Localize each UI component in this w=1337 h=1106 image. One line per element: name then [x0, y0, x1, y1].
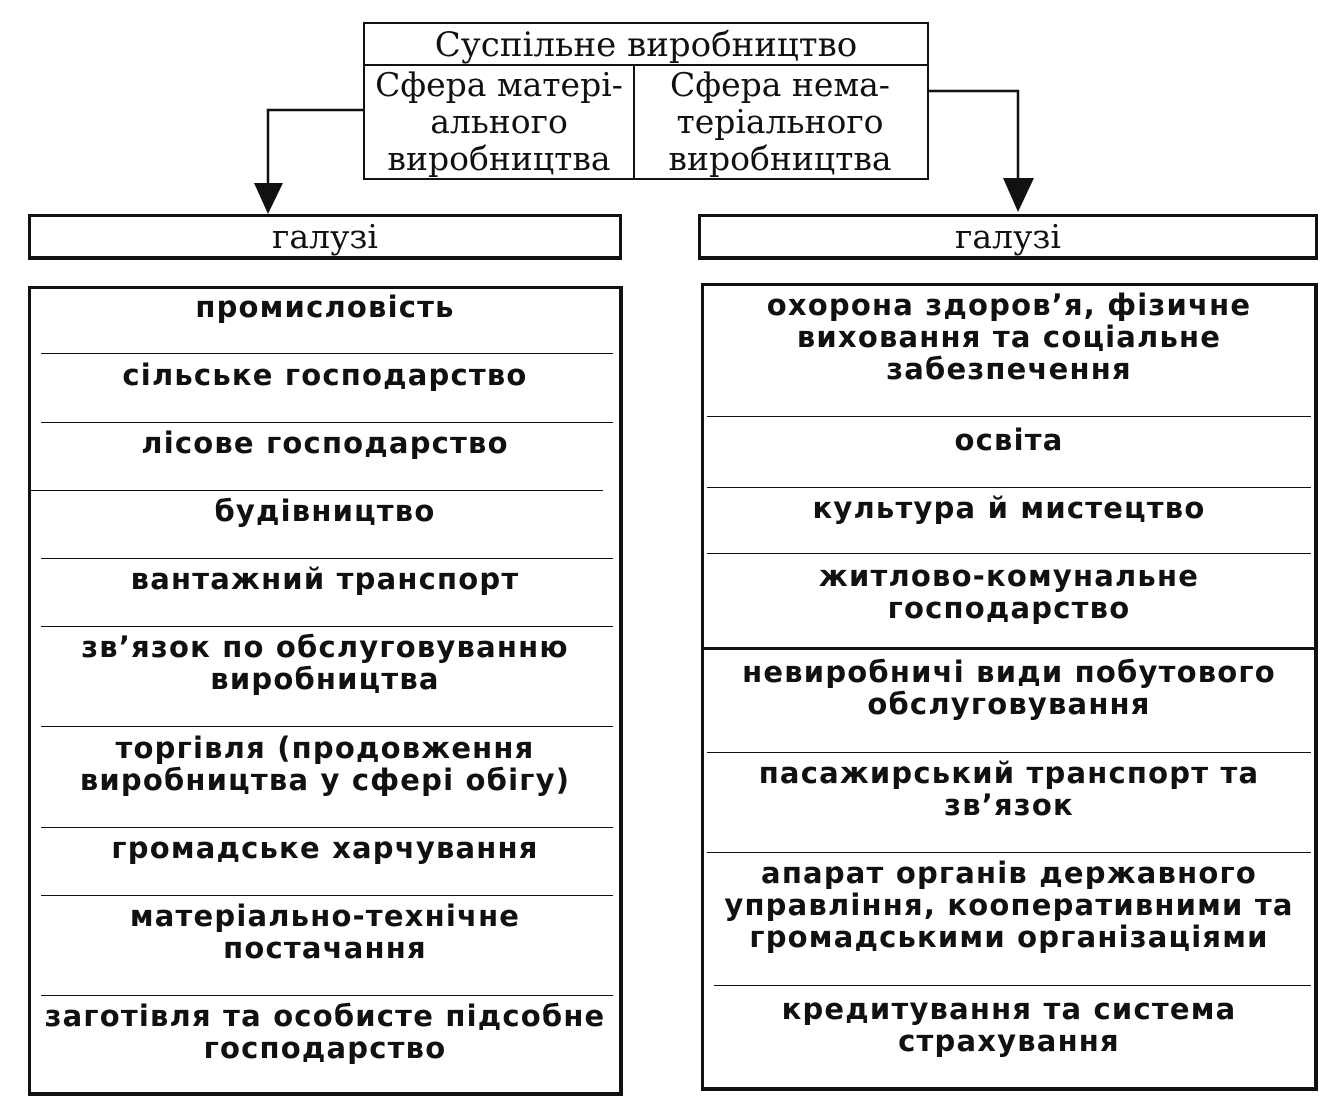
list-item: матеріально-технічне постачання	[129, 899, 521, 965]
divider	[707, 416, 1311, 417]
divider	[707, 852, 1311, 853]
divider	[41, 558, 613, 559]
list-item: невиробничі види побутового обслуговуван…	[742, 655, 1276, 721]
divider	[41, 895, 613, 896]
list-item: торгівля (продовження виробництва у сфер…	[79, 731, 571, 797]
divider	[41, 626, 613, 627]
list-item: охорона здоров’я, фізичне виховання та с…	[766, 288, 1252, 386]
divider	[31, 490, 603, 491]
divider	[41, 995, 613, 996]
divider	[41, 353, 613, 354]
nonmaterial-branches-header: галузі	[698, 214, 1318, 260]
divider	[714, 985, 1311, 986]
list-item: житлово-комунальне господарство	[818, 559, 1200, 625]
list-item: заготівля та особисте підсобне господарс…	[44, 999, 606, 1065]
list-item: апарат органів державного управління, ко…	[724, 856, 1294, 954]
social-production-box: Суспільне виробництво Сфера матері- альн…	[363, 22, 929, 180]
arrow-to-nonmaterial-branches	[927, 89, 1034, 212]
divider	[41, 422, 613, 423]
arrow-to-material-branches	[254, 108, 365, 214]
list-item: будівництво	[214, 494, 436, 528]
material-sphere-label: Сфера матері- ального виробництва	[365, 64, 635, 178]
list-item: громадське харчування	[111, 831, 539, 865]
group-divider	[704, 647, 1314, 650]
list-item: культура й мистецтво	[812, 491, 1206, 525]
list-item: освіта	[954, 423, 1064, 457]
nonmaterial-sphere-label: Сфера нема- теріального виробництва	[668, 65, 892, 178]
divider	[41, 726, 613, 727]
list-item: промисловість	[195, 290, 455, 324]
nonmaterial-branches-list: охорона здоров’я, фізичне виховання та с…	[701, 283, 1318, 1091]
divider	[41, 827, 613, 828]
list-item: лісове господарство	[141, 426, 509, 460]
list-item: кредитування та система страхування	[781, 992, 1237, 1058]
material-branches-header: галузі	[28, 214, 622, 260]
divider	[707, 553, 1311, 554]
divider	[707, 487, 1311, 488]
list-item: пасажирський транспорт та зв’язок	[758, 756, 1260, 822]
material-branches-list: промисловість сільське господарство лісо…	[28, 286, 623, 1096]
list-item: вантажний транспорт	[130, 562, 520, 596]
list-item: сільське господарство	[122, 358, 528, 392]
diagram-title: Суспільне виробництво	[365, 24, 927, 66]
list-item: зв’язок по обслуговуванню виробництва	[81, 630, 569, 696]
divider	[707, 752, 1311, 753]
